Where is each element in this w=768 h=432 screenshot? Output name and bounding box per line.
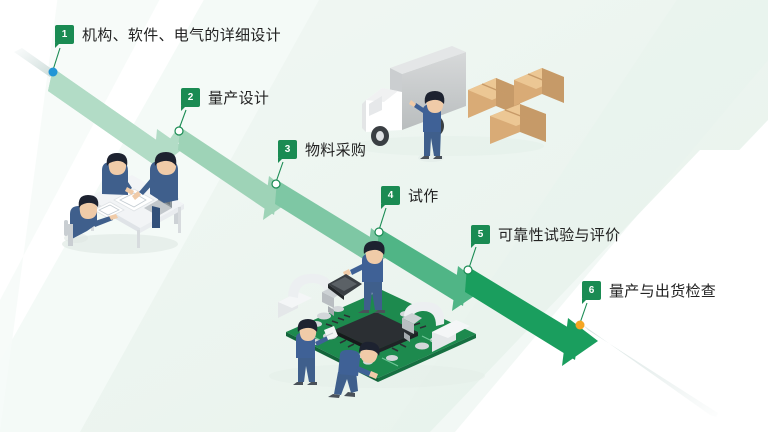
step-5[interactable]: 5 可靠性试验与评价 xyxy=(471,224,620,245)
step-2-badge: 2 xyxy=(181,88,200,107)
step-3-label: 物料采购 xyxy=(305,142,367,159)
step-5-label: 可靠性试验与评价 xyxy=(498,227,621,244)
step-1-badge: 1 xyxy=(55,25,74,44)
step-6[interactable]: 6 量产与出货检查 xyxy=(582,280,716,301)
step-5-badge: 5 xyxy=(471,225,490,244)
step-2-label: 量产设计 xyxy=(208,90,270,107)
step-3-number: 3 xyxy=(284,143,291,155)
step-4-label: 试作 xyxy=(408,188,439,205)
step-2-number: 2 xyxy=(187,91,194,103)
step-1-label: 机构、软件、电气的详细设计 xyxy=(82,27,281,44)
step-1-number: 1 xyxy=(61,28,68,40)
step-2[interactable]: 2 量产设计 xyxy=(181,87,269,108)
step-4-badge: 4 xyxy=(381,186,400,205)
step-4[interactable]: 4 试作 xyxy=(381,185,439,206)
step-1[interactable]: 1 机构、软件、电气的详细设计 xyxy=(55,24,281,45)
step-4-number: 4 xyxy=(387,189,394,201)
step-6-number: 6 xyxy=(588,284,595,296)
step-3-badge: 3 xyxy=(278,140,297,159)
step-6-label: 量产与出货检查 xyxy=(609,283,717,300)
step-5-number: 5 xyxy=(477,228,484,240)
step-3[interactable]: 3 物料采购 xyxy=(278,139,366,160)
step-6-badge: 6 xyxy=(582,281,601,300)
